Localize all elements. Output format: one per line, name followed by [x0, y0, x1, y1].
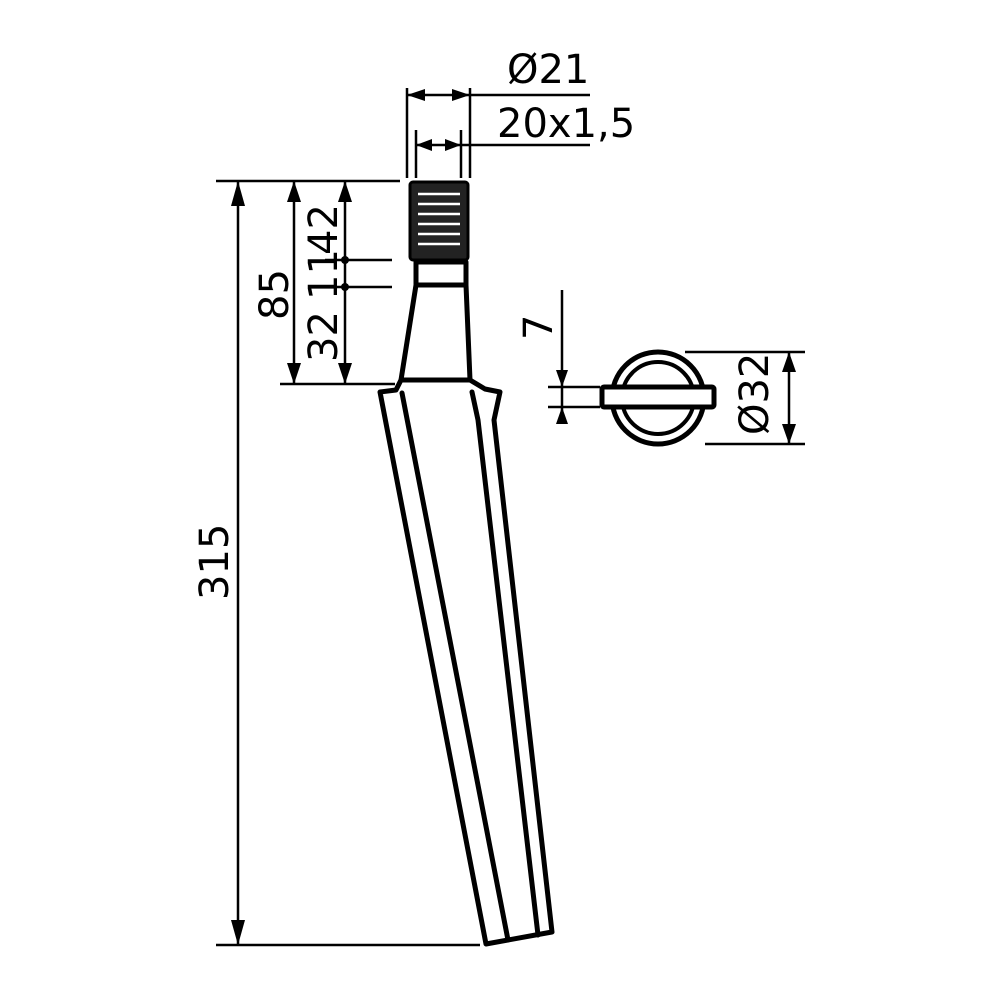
tapered-shank — [398, 282, 473, 383]
tine-body — [377, 377, 555, 947]
total-length-label: 315 — [192, 524, 238, 600]
threaded-end — [408, 180, 470, 262]
section-diameter-dimension: Ø32 — [685, 350, 805, 446]
neck — [413, 259, 469, 288]
cross-section — [599, 349, 717, 447]
thread-diameter-label: Ø21 — [507, 47, 589, 93]
thread-spec-label: 20x1,5 — [497, 101, 635, 147]
tine-part — [377, 180, 555, 947]
section-diameter-label: Ø32 — [732, 353, 778, 435]
taper-length-label: 32 — [301, 311, 347, 362]
neck-length-label: 11 — [301, 249, 347, 300]
tine-inner-edge-left — [399, 390, 511, 943]
thickness-label: 7 — [516, 315, 562, 340]
thread-length-label: 42 — [301, 204, 347, 255]
length-dimensions: 315 85 42 11 32 — [192, 179, 480, 947]
upper-length-label: 85 — [252, 269, 298, 320]
thickness-dimension: 7 — [516, 290, 600, 424]
thread-dimensions: Ø21 20x1,5 — [405, 47, 635, 178]
tine-inner-edge-right — [469, 389, 541, 938]
